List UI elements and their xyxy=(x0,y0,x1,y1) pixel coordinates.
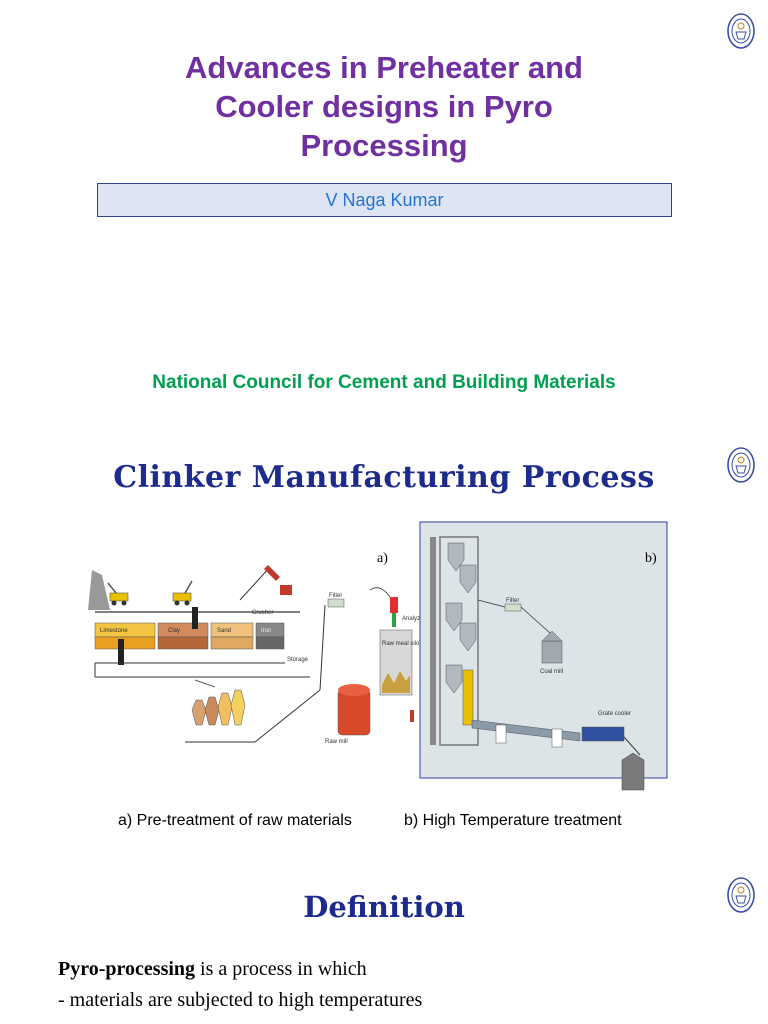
diagram-label: Clay xyxy=(168,628,180,634)
calciner-icon xyxy=(462,669,474,726)
institution-seal-icon xyxy=(727,877,755,913)
diagram-label: Raw mill xyxy=(325,739,348,745)
institution-seal-icon xyxy=(727,13,755,49)
slide3-title: Definition xyxy=(303,890,465,924)
caption-b: b) High Temperature treatment xyxy=(404,812,622,829)
slide1-title-line: Advances in Preheater and xyxy=(185,50,583,85)
slide1-title-line: Cooler designs in Pyro xyxy=(215,89,553,124)
rotary-kiln-icon xyxy=(471,719,581,748)
slide2-title: Clinker Manufacturing Process xyxy=(113,460,655,495)
raw-mill-icon xyxy=(337,684,371,736)
definition-bullet: - materials are subjected to high temper… xyxy=(58,989,423,1011)
diagram-label: Analyzer xyxy=(402,616,425,622)
coal-mill-icon xyxy=(541,630,563,664)
diagram-label: Iron xyxy=(261,628,271,634)
diagram-label: b) xyxy=(645,551,657,566)
diagram-label: Limestone xyxy=(100,628,128,634)
diagram-label: Coal mill xyxy=(540,669,563,675)
silo-group-icon xyxy=(191,679,246,726)
grate-cooler-icon xyxy=(581,726,625,742)
diagram-label: a) xyxy=(377,551,388,566)
clinker-silo-icon xyxy=(621,752,645,791)
diagram-label: Storage xyxy=(287,657,309,663)
clinker-process-diagram: Crusher Limestone Clay Sand Iron Storage… xyxy=(88,521,668,791)
author-box: V Naga Kumar xyxy=(97,183,672,217)
author-name: V Naga Kumar xyxy=(325,190,444,210)
caption-a: a) Pre-treatment of raw materials xyxy=(118,812,352,829)
diagram-label: Raw meal silo xyxy=(382,641,420,647)
excavator-icon xyxy=(107,582,129,606)
slide1-title-line: Processing xyxy=(300,128,468,163)
definition-text: is a process in which xyxy=(195,958,367,980)
raw-meal-silo-icon xyxy=(379,629,413,696)
excavator-icon xyxy=(172,580,193,606)
organization-name: National Council for Cement and Building… xyxy=(152,372,616,393)
diagram-label: Grate cooler xyxy=(598,711,631,717)
quarry-hill-shape xyxy=(88,570,110,610)
institution-seal-icon xyxy=(727,447,755,483)
cyclone-preheater-icon xyxy=(445,542,477,694)
diagram-label: Crusher xyxy=(252,610,273,616)
diagram-label: Filter xyxy=(506,598,519,604)
diagram-label: Filter xyxy=(329,593,342,599)
crusher-icon xyxy=(264,565,280,581)
slide1-title: Advances in Preheater and Cooler designs… xyxy=(80,48,688,165)
definition-line: Pyro-processing is a process in which xyxy=(58,958,367,981)
definition-term: Pyro-processing xyxy=(58,958,196,980)
diagram-label: Sand xyxy=(217,628,231,634)
